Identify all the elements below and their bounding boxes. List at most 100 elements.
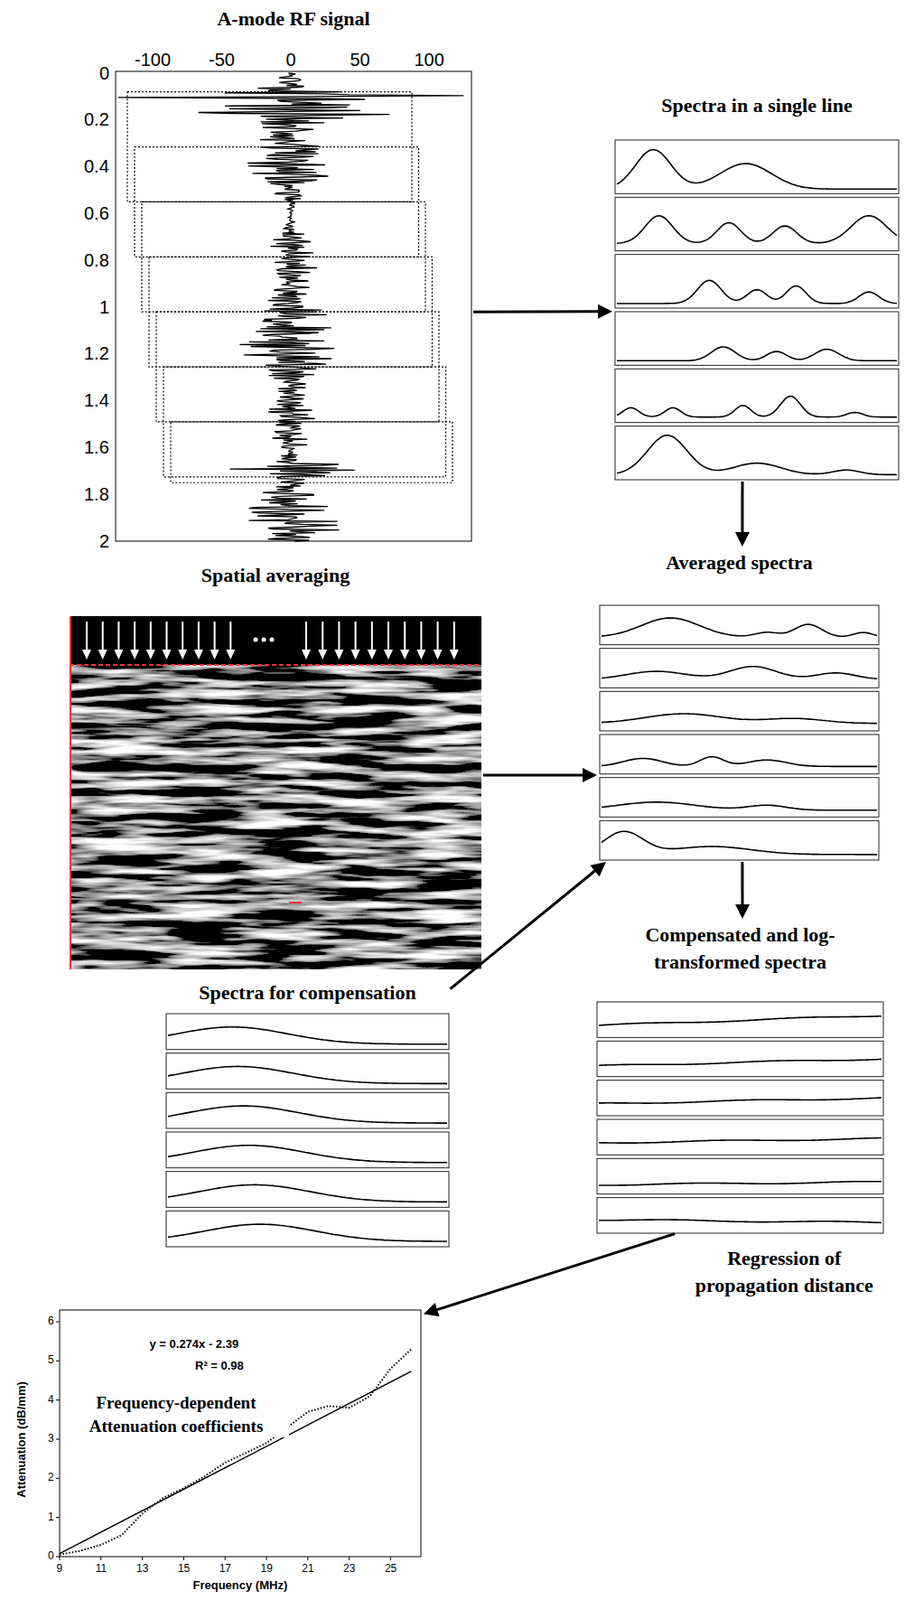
beam-arrow-head [351, 649, 361, 660]
axis-tick [390, 1556, 392, 1560]
attenuation-chart: Frequency-dependent Attenuation coeffici… [59, 1309, 421, 1557]
tick-label: 3 [47, 1432, 55, 1446]
spectra-panel: Spectra for compensation [166, 979, 449, 1247]
panel-drawing [615, 139, 899, 480]
spectrum-box [599, 734, 879, 775]
tick-label: 50 [350, 49, 371, 71]
beam-arrow [387, 621, 390, 653]
flow-arrow [483, 767, 598, 783]
panel-heading: Spatial averaging [69, 561, 482, 589]
spectrum-box [597, 1119, 884, 1155]
spectrum-curve [598, 1219, 882, 1223]
beam-arrow [85, 621, 88, 653]
tick-label: 0.8 [83, 250, 110, 271]
axis-tick [348, 1556, 350, 1560]
spectra-panel: Compensated and log-transformed spectra [597, 921, 884, 1233]
tick-label: 0 [47, 1549, 55, 1563]
beam-arrow [133, 621, 136, 653]
arrow-head [735, 531, 750, 547]
spectrum-curve [601, 802, 878, 811]
flow-arrow [450, 861, 607, 989]
axis-tick [55, 1477, 60, 1479]
tick-label: -50 [208, 49, 235, 71]
spectrum-curve [616, 396, 897, 418]
fit-line [59, 1371, 411, 1554]
beam-arrow-head [383, 649, 393, 660]
spectrum-box [597, 1001, 884, 1037]
beam-arrow [117, 621, 120, 653]
beam-arrow [337, 621, 340, 653]
chart-frame [59, 1309, 421, 1557]
spectrum-box [166, 1131, 449, 1168]
tick-label: 1.6 [83, 437, 110, 458]
axis-tick [55, 1360, 60, 1362]
arrow-head [582, 767, 598, 783]
panel-drawing [115, 71, 472, 542]
panel-drawing [69, 615, 482, 970]
tick-label: 0 [99, 63, 110, 84]
arrow-head [423, 1302, 440, 1316]
spectrum-curve [601, 830, 878, 855]
beam-arrow-head [98, 649, 108, 660]
tick-label: 0.4 [83, 156, 110, 178]
image-ground [69, 615, 482, 970]
axis-tick [183, 1556, 185, 1560]
speckle-texture [69, 664, 482, 970]
tick-label: 0.2 [83, 109, 110, 131]
ellipsis-dot [261, 637, 267, 643]
tick-label: 1 [99, 297, 110, 318]
panel-drawing [55, 1309, 421, 1560]
edge-label: Regression of propagation distance [675, 1244, 893, 1298]
beam-arrow-head [449, 649, 459, 660]
spectrum-box [597, 1197, 884, 1233]
beam-arrow [166, 621, 168, 653]
beam-arrow [102, 621, 104, 653]
beam-arrow [371, 621, 374, 653]
regression-equation: y = 0.274x - 2.39 [149, 1337, 240, 1352]
spectrum-curve [167, 1223, 448, 1241]
ellipsis-dot [253, 637, 259, 643]
tick-label: 1.4 [83, 390, 110, 411]
spectrum-curve [598, 1181, 882, 1185]
beam-arrow [403, 621, 406, 653]
ellipsis-dot [270, 637, 275, 643]
panel-heading: A-mode RF signal [115, 5, 472, 33]
spectrum-box [615, 426, 899, 480]
flow-arrow [735, 861, 750, 919]
tick-label: 23 [343, 1562, 355, 1576]
axis-tick [55, 1399, 60, 1400]
beam-arrow [321, 621, 324, 653]
spectrum-box [599, 777, 879, 818]
spectrum-curve [167, 1026, 448, 1045]
beam-arrow [419, 621, 422, 653]
axis-tick [100, 1556, 102, 1560]
rf-waveform [118, 73, 465, 542]
axis-tick [55, 1516, 60, 1518]
tick-label: 19 [261, 1562, 273, 1576]
spectrum-curve [598, 1058, 882, 1065]
spectrum-box [599, 605, 879, 645]
spectrum-curve [598, 1138, 882, 1144]
spectrum-box [166, 1171, 449, 1208]
beam-arrow [229, 621, 232, 653]
beam-arrow-head [162, 649, 172, 660]
beam-arrow-head [367, 649, 377, 660]
axis-tick [266, 1556, 268, 1560]
arrow-shaft [437, 1233, 675, 1310]
beam-arrow [181, 621, 184, 653]
spectrum-box [615, 368, 899, 422]
axis-tick [55, 1321, 60, 1323]
tick-label: 0.6 [83, 203, 110, 224]
spectrum-curve [598, 1016, 882, 1026]
panel-drawing [597, 1001, 884, 1233]
beam-arrow-head [113, 649, 123, 660]
spectrum-curve [616, 346, 897, 361]
spectrum-box [166, 1210, 449, 1247]
panel-heading: Spectra for compensation [166, 979, 449, 1007]
plot-frame [115, 71, 472, 542]
tick-label: 21 [301, 1562, 314, 1576]
axis-tick [55, 1556, 60, 1558]
spectrum-box [599, 820, 879, 860]
arrow-head [735, 904, 750, 919]
